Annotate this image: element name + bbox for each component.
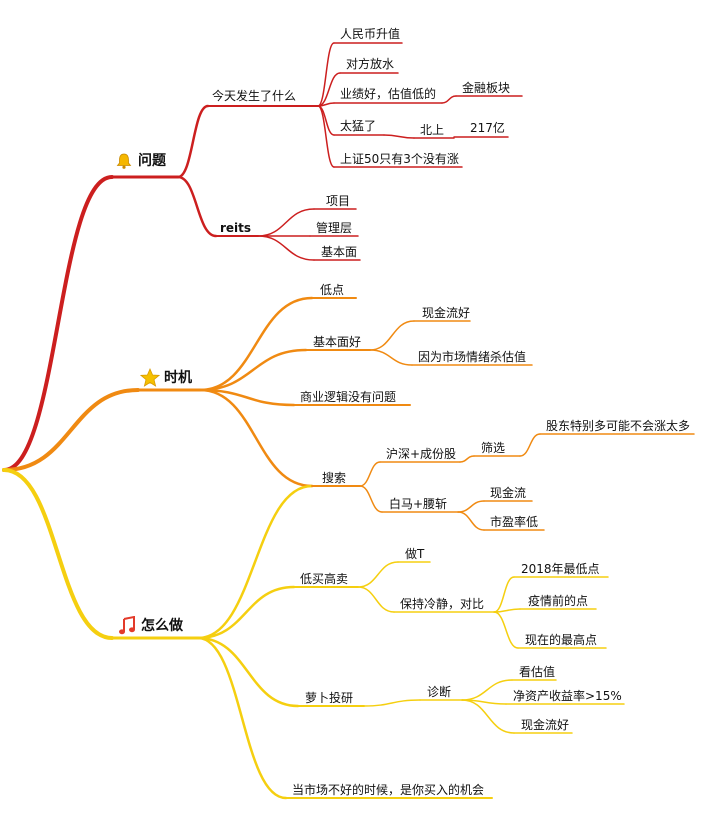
node-shangye[interactable]: 商业逻辑没有问题 [300,390,397,404]
node-yiqing[interactable]: 疫情前的点 [528,594,589,608]
node-shangzheng[interactable]: 上证50只有3个没有涨 [340,152,459,166]
link-zhenduan-xianjinhao [461,699,515,734]
node-luobo[interactable]: 萝卜投研 [305,691,354,705]
node-beishang[interactable]: 北上 [420,123,445,137]
link-today-duifang [317,72,341,107]
node-rmb[interactable]: 人民币升值 [340,27,401,41]
link-zenme-sousuo [196,484,314,640]
link-root-zenme [2,468,114,640]
link-zenme-dimai [196,585,296,640]
link-luobo-zhenduan [363,699,421,707]
link-shiji-sousuo [198,388,314,488]
star-icon [139,367,161,392]
link-sousuo-hushen [359,461,381,487]
node-2018[interactable]: 2018年最低点 [521,562,600,576]
node-reits[interactable]: reits [220,221,252,235]
link-baima-xianjinliu [457,500,485,513]
node-shaixuan[interactable]: 筛选 [481,441,506,455]
node-sousuo[interactable]: 搜索 [322,471,347,485]
branch-wenti[interactable]: 问题 [138,153,166,169]
link-hushen-shaixuan [459,455,475,463]
link-zhenduan-kangu [461,679,513,701]
node-kangu[interactable]: 看估值 [519,665,556,679]
link-shiji-didian [198,296,314,392]
bell-icon [115,152,133,174]
link-wenti-today [176,104,210,179]
link-today-rmb [317,42,335,107]
node-taimeng[interactable]: 太猛了 [340,119,377,133]
node-jibenmian[interactable]: 基本面 [321,245,358,259]
node-xianjinliu[interactable]: 现金流 [490,486,527,500]
link-dimai-baochi [357,586,395,613]
link-zenme-luobo [196,636,300,708]
link-reits-jibenmian [257,235,315,261]
link-yeji-jinrong [441,95,457,104]
node-xianjin[interactable]: 现金流好 [422,306,471,320]
node-guanli[interactable]: 管理层 [316,221,353,235]
link-zenme-dangshichang [196,636,288,800]
node-jingzichan[interactable]: 净资产收益率>15% [513,689,622,703]
node-xianjinhao[interactable]: 现金流好 [521,718,570,732]
node-zhenduan[interactable]: 诊断 [427,685,452,699]
node-yeji[interactable]: 业绩好，估值低的 [340,87,437,101]
link-wenti-reits [176,175,218,238]
node-didian[interactable]: 低点 [320,283,345,297]
branch-zenme[interactable]: 怎么做 [141,618,183,634]
link-baochi-2018 [493,576,515,613]
link-root-wenti [2,175,114,472]
node-today[interactable]: 今天发生了什么 [212,89,297,103]
link-today-shangzheng [317,105,335,168]
link-taimeng-beishang [383,134,415,139]
link-sousuo-baima [359,485,383,513]
node-yinwei[interactable]: 因为市场情绪杀估值 [418,350,527,364]
link-dimai-zuot [357,561,399,588]
node-dangshichang[interactable]: 当市场不好的时候，是你买入的机会 [292,783,485,797]
node-hushen[interactable]: 沪深+成份股 [386,447,457,461]
link-shiji-shangye [198,388,296,407]
node-jibenmianhao[interactable]: 基本面好 [313,335,362,349]
node-xiangmu[interactable]: 项目 [326,194,351,208]
link-jbm-yinwei [369,349,413,366]
node-jinrong[interactable]: 金融板块 [462,81,511,95]
node-zuot[interactable]: 做T [405,547,425,561]
node-gudong[interactable]: 股东特别多可能不会涨太多 [546,419,691,433]
node-xianzai[interactable]: 现在的最高点 [525,633,598,647]
branch-shiji[interactable]: 时机 [164,370,192,386]
link-reits-xiangmu [257,208,315,237]
node-dimai[interactable]: 低买高卖 [300,572,349,586]
link-baima-shiying [457,511,485,531]
node-shiying[interactable]: 市盈率低 [490,515,539,529]
node-baochi[interactable]: 保持冷静，对比 [400,597,485,611]
link-baochi-xianzai [493,611,519,649]
link-root-shiji [2,388,140,472]
link-jbm-xianjin [369,320,415,351]
link-shiji-jibenmianhao [198,348,308,392]
link-shaixuan-gudong [519,433,541,457]
link-baochi-yiqing [493,608,521,613]
node-baima[interactable]: 白马+腰斩 [389,497,448,511]
music-note-icon [118,615,136,640]
node-duifang[interactable]: 对方放水 [346,57,395,71]
node-amount[interactable]: 217亿 [470,121,505,135]
